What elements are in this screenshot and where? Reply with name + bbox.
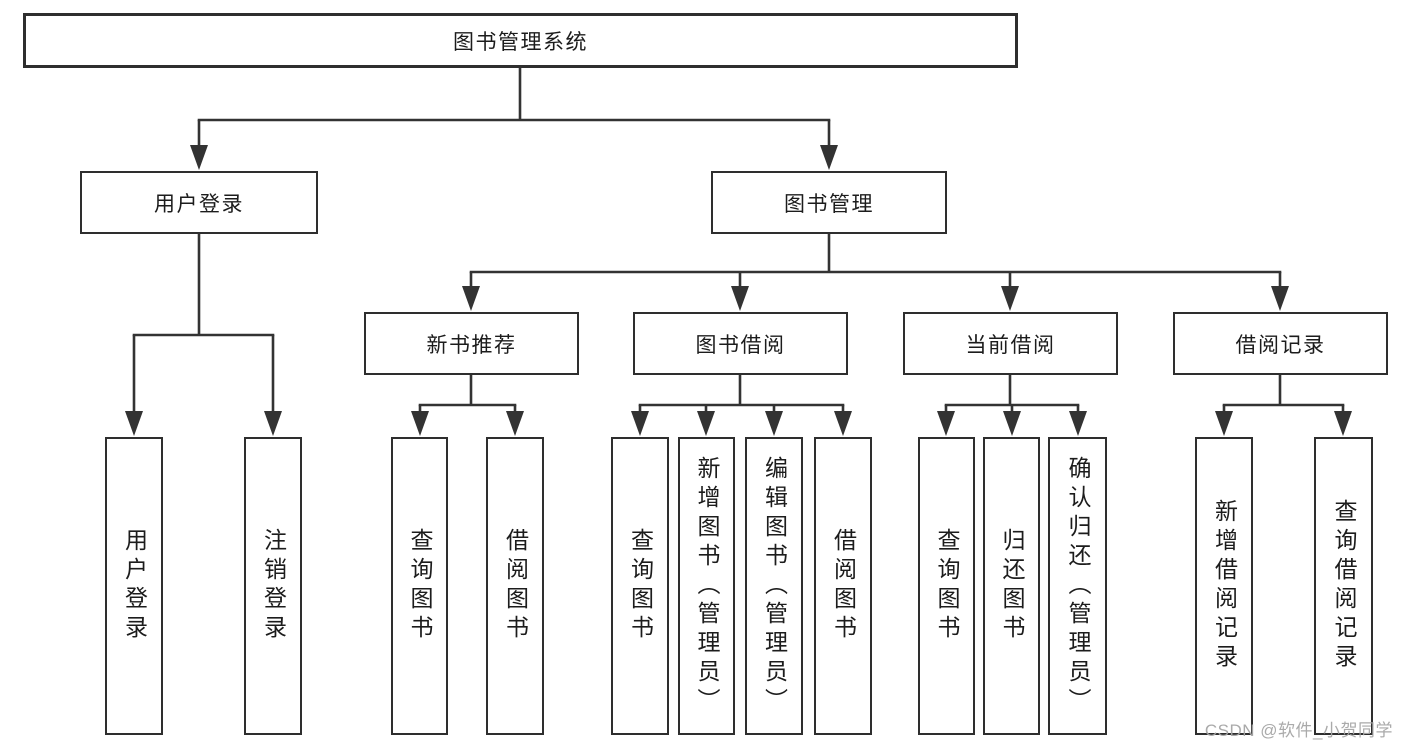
leaf-query-books-current: 查询图书 [918,437,975,735]
leaf-label: 查询图书 [934,528,960,644]
leaf-return-books: 归还图书 [983,437,1040,735]
node-library-system: 图书管理系统 [23,13,1018,68]
arrowhead [506,411,524,436]
node-book-borrowing: 图书借阅 [633,312,848,375]
leaf-query-books-recommend: 查询图书 [391,437,448,735]
arrowhead [1069,411,1087,436]
arrowhead [631,411,649,436]
arrowhead [1334,411,1352,436]
leaf-label: 查询图书 [407,528,433,644]
leaf-borrow-books-borrowing: 借阅图书 [814,437,872,735]
leaf-label: 新增图书（管理员） [694,455,720,717]
leaf-label: 借阅图书 [502,528,529,644]
leaf-edit-books-admin: 编辑图书（管理员） [745,437,803,735]
arrowhead [125,411,143,436]
node-borrowing-records: 借阅记录 [1173,312,1388,375]
arrowhead [697,411,715,436]
arrowhead [1215,411,1233,436]
leaf-confirm-return-admin: 确认归还（管理员） [1048,437,1107,735]
arrowhead [834,411,852,436]
leaf-label: 用户登录 [121,528,148,644]
leaf-add-books-admin: 新增图书（管理员） [678,437,735,735]
arrowhead [1271,286,1289,311]
leaf-label: 借阅图书 [830,528,857,644]
arrowhead [411,411,429,436]
arrowhead [1001,286,1019,311]
arrowhead [462,286,480,311]
node-current-borrowing: 当前借阅 [903,312,1118,375]
leaf-logout: 注销登录 [244,437,302,735]
leaf-query-books-borrowing: 查询图书 [611,437,669,735]
arrowhead [820,145,838,170]
watermark: CSDN @软件_小贺同学 [1204,721,1393,740]
arrowhead [190,145,208,170]
arrowhead [1003,411,1021,436]
leaf-label: 确认归还（管理员） [1065,455,1091,717]
arrowhead [264,411,282,436]
node-user-login: 用户登录 [80,171,318,234]
leaf-user-login: 用户登录 [105,437,163,735]
leaf-label: 新增借阅记录 [1211,499,1238,673]
leaf-query-borrow-record: 查询借阅记录 [1314,437,1373,735]
leaf-label: 注销登录 [260,528,287,644]
arrowhead [765,411,783,436]
leaf-label: 编辑图书（管理员） [761,455,788,717]
leaf-borrow-books-recommend: 借阅图书 [486,437,544,735]
node-book-management: 图书管理 [711,171,947,234]
node-new-book-recommendation: 新书推荐 [364,312,579,375]
leaf-label: 查询借阅记录 [1331,499,1357,673]
leaf-add-borrow-record: 新增借阅记录 [1195,437,1253,735]
leaf-label: 归还图书 [999,528,1025,644]
arrowhead [937,411,955,436]
arrowhead [731,286,749,311]
leaf-label: 查询图书 [627,528,654,644]
